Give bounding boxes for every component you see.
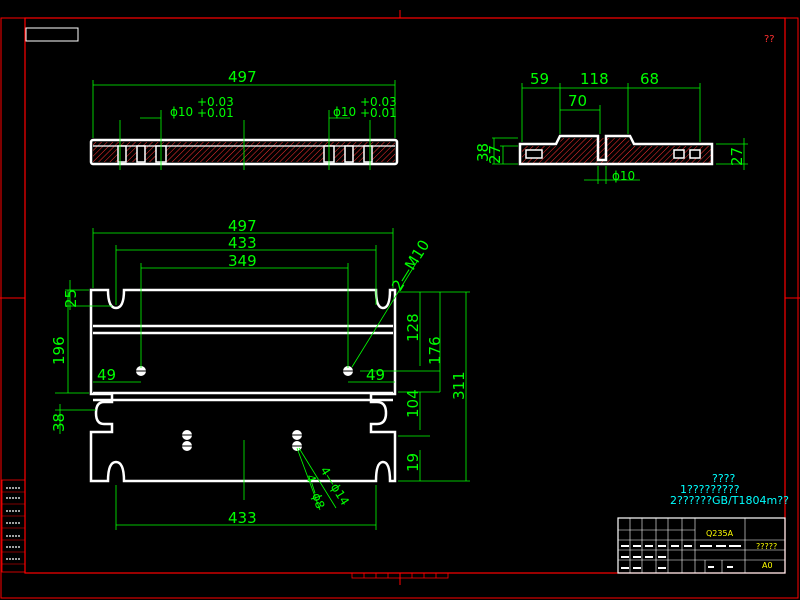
top-hole-right: ϕ10 <box>333 105 356 119</box>
plan-right-b: 176 <box>426 336 444 365</box>
top-tol-upper-right: +0.03 <box>360 95 397 109</box>
plan-width-inner: 349 <box>228 252 257 270</box>
top-tol-upper-left: +0.03 <box>197 95 234 109</box>
plan-width-outer: 497 <box>228 217 257 235</box>
side-height-left-b: 27 <box>486 145 504 164</box>
side-dim-d: 70 <box>568 92 587 110</box>
sheet-size-label: A0 <box>762 561 773 570</box>
side-hole: ϕ10 <box>612 169 635 183</box>
side-height-left-a: 38 <box>474 143 492 162</box>
bottom-scale-bar <box>351 572 449 579</box>
notes-line-1: 1????????? <box>680 483 740 496</box>
plan-left-offset: 49 <box>97 366 116 384</box>
notes-line-2: 2??????GB/T1804m?? <box>670 494 789 507</box>
top-hole-left: ϕ10 <box>170 105 193 119</box>
inner-border <box>24 17 786 574</box>
outer-border <box>0 17 799 599</box>
title-block: Q235A ????? A0 <box>617 517 786 574</box>
material-label: Q235A <box>706 529 734 538</box>
side-view: 59 118 68 70 38 27 27 ϕ10 <box>474 70 748 184</box>
side-dim-a: 59 <box>530 70 549 88</box>
side-height-right: 27 <box>728 147 746 166</box>
plan-left-top: 25 <box>62 289 80 308</box>
corner-stamp: ?? <box>764 34 775 45</box>
plan-right-a: 128 <box>404 313 422 342</box>
plan-width-mid: 433 <box>228 234 257 252</box>
plan-right-total: 311 <box>450 371 468 400</box>
top-tol-lower-left: +0.01 <box>197 106 234 120</box>
plan-left-gap: 38 <box>50 413 68 432</box>
side-dim-b: 118 <box>580 70 609 88</box>
plan-view: 497 433 349 2—M10 25 196 38 49 49 128 17… <box>50 217 470 530</box>
plan-bottom-width: 433 <box>228 509 257 527</box>
side-dim-c: 68 <box>640 70 659 88</box>
plan-right-offset: 49 <box>366 366 385 384</box>
revision-block <box>1 479 26 573</box>
top-width-dim: 497 <box>228 68 257 86</box>
top-tol-lower-right: +0.01 <box>360 106 397 120</box>
top-section-view: 497 ϕ10 +0.03 +0.01 ϕ10 +0.03 +0.01 <box>89 68 399 170</box>
plan-right-d: 19 <box>404 453 422 472</box>
drawing-number-box <box>25 27 79 42</box>
notes-title: ???? <box>712 472 736 485</box>
technical-notes: ???? 1????????? 2??????GB/T1804m?? <box>670 472 789 507</box>
part-name-label: ????? <box>756 542 777 551</box>
plan-left-height: 196 <box>50 336 68 365</box>
plan-thread: 2—M10 <box>388 237 433 295</box>
plan-right-c: 104 <box>404 389 422 418</box>
